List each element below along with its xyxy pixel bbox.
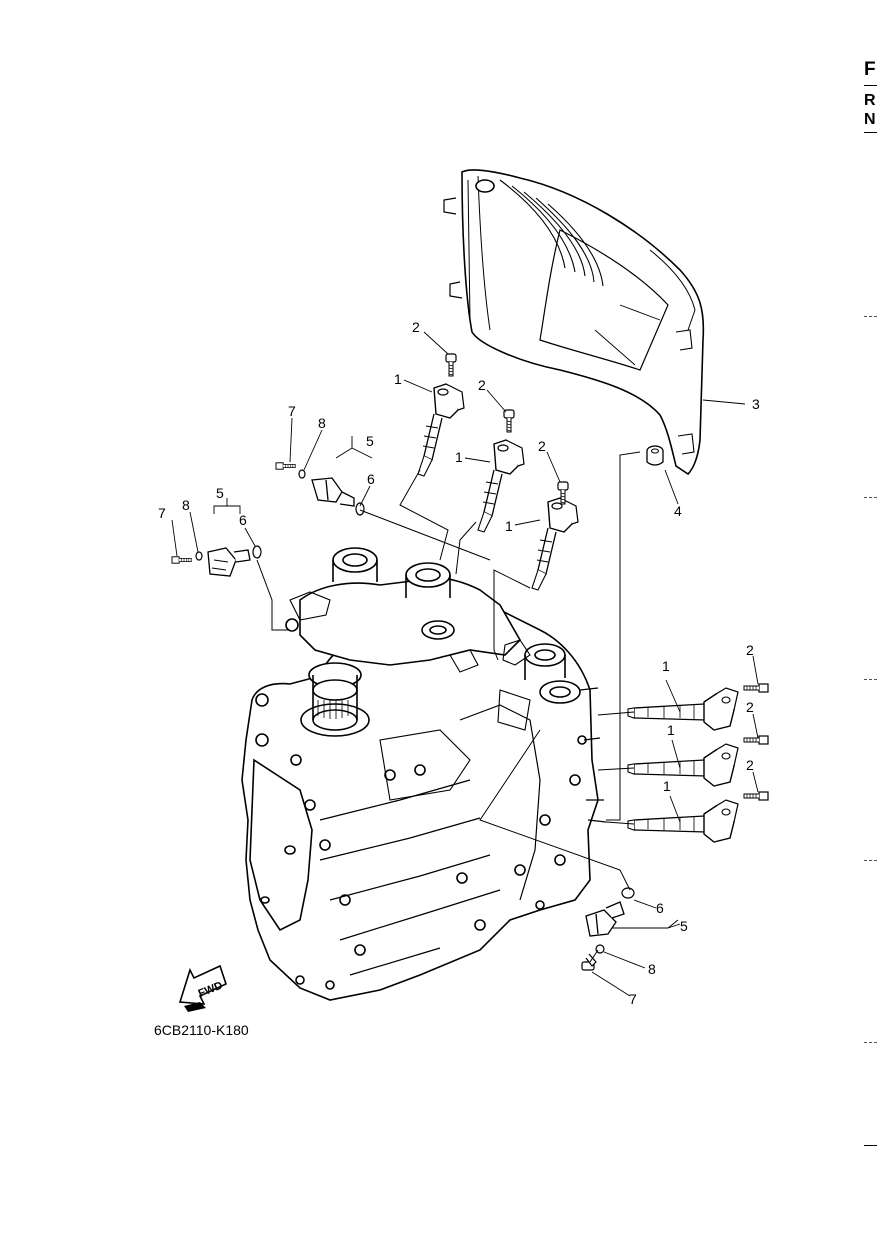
margin-tick [864, 679, 877, 680]
fwd-direction-arrow: FWD [178, 964, 227, 1012]
callout-labels: 1 1 1 1 1 1 2 2 2 2 2 2 3 4 5 5 5 6 6 6 … [158, 319, 760, 1007]
callout-5: 5 [366, 433, 374, 449]
callout-1: 1 [662, 658, 670, 674]
grommet-part-4 [646, 445, 664, 466]
margin-tick [864, 860, 877, 861]
callout-2: 2 [412, 319, 420, 335]
o-ring-part-6 [621, 887, 635, 899]
margin-rule [864, 132, 877, 133]
callout-8: 8 [648, 961, 656, 977]
callout-7: 7 [288, 403, 296, 419]
margin-rule [864, 1145, 877, 1146]
callout-6: 6 [367, 471, 375, 487]
washer-part-8 [595, 944, 605, 954]
callout-1: 1 [505, 518, 513, 534]
bolt-part-2 [743, 791, 769, 801]
callout-1: 1 [663, 778, 671, 794]
callout-7: 7 [629, 991, 637, 1007]
ignition-coil-part-1 [627, 687, 739, 731]
sensor-part-5 [207, 547, 251, 577]
callout-1: 1 [394, 371, 402, 387]
callout-1: 1 [667, 722, 675, 738]
ignition-coil-part-1 [531, 497, 579, 591]
bolt-part-7 [581, 953, 597, 971]
washer-part-8 [195, 551, 203, 561]
margin-tick [864, 1042, 877, 1043]
callout-4: 4 [674, 503, 682, 519]
callout-5: 5 [680, 918, 688, 934]
drawing-code: 6CB2110-K180 [154, 1022, 249, 1038]
callout-8: 8 [318, 415, 326, 431]
callout-7: 7 [158, 505, 166, 521]
o-ring-part-6 [355, 502, 365, 516]
callout-6: 6 [656, 900, 664, 916]
leader-lines [171, 331, 759, 997]
bolt-part-7 [275, 462, 296, 470]
callout-2: 2 [746, 699, 754, 715]
callout-2: 2 [746, 642, 754, 658]
bolt-part-2 [503, 409, 515, 433]
callout-3: 3 [752, 396, 760, 412]
callout-2: 2 [478, 377, 486, 393]
margin-letter-f: F [864, 59, 876, 80]
callout-1: 1 [455, 449, 463, 465]
engine-cover-part-3 [443, 169, 705, 476]
callout-8: 8 [182, 497, 190, 513]
callout-5: 5 [216, 485, 224, 501]
callout-6: 6 [239, 512, 247, 528]
bolt-part-7 [171, 556, 192, 564]
bolt-part-2 [445, 353, 457, 377]
assembly-lines [256, 451, 641, 963]
bolt-part-2 [743, 683, 769, 693]
o-ring-part-6 [252, 545, 262, 559]
margin-letter-n: N [864, 111, 876, 128]
margin-tick [864, 497, 877, 498]
ignition-coil-part-1 [627, 743, 739, 787]
callout-2: 2 [746, 757, 754, 773]
ignition-coil-part-1 [627, 799, 739, 843]
sensor-part-5 [585, 901, 625, 937]
bolt-part-2 [743, 735, 769, 745]
margin-tick [864, 316, 877, 317]
sensor-part-5 [311, 477, 355, 507]
margin-letter-r: R [864, 92, 876, 109]
washer-part-8 [298, 469, 306, 479]
callout-2: 2 [538, 438, 546, 454]
margin-rule [864, 85, 877, 86]
ignition-coil-part-1 [477, 439, 525, 533]
engine-block [241, 547, 607, 1001]
